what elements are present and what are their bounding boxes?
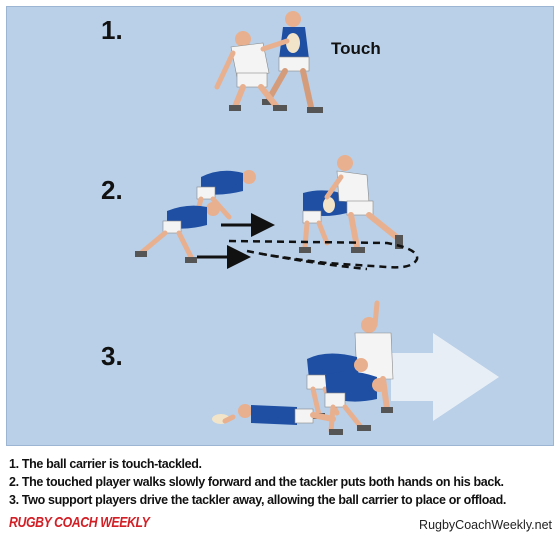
- step2-movement-lines: [197, 213, 419, 271]
- step2-ball-carrier: [299, 190, 347, 253]
- step3-ball-carrier-grounded: [212, 404, 336, 425]
- step-3-number: 3.: [101, 341, 123, 371]
- touch-label: Touch: [331, 39, 381, 58]
- drill-illustration: [135, 11, 499, 435]
- caption-2: 2. The touched player walks slowly forwa…: [9, 475, 504, 489]
- step2-support-player-lower: [135, 202, 220, 263]
- step-2-number: 2.: [101, 175, 123, 205]
- captions: 1. The ball carrier is touch-tackled. 2.…: [9, 455, 554, 509]
- step3-support-player-2: [324, 371, 386, 435]
- step3-forward-arrow: [391, 333, 499, 421]
- caption-3: 3. Two support players drive the tackler…: [9, 493, 506, 507]
- brand-logo: RUGBY COACH WEEKLY: [9, 514, 150, 531]
- site-url: RugbyCoachWeekly.net: [419, 518, 552, 532]
- step1-tackler: [214, 31, 290, 111]
- step1-ball-carrier: [262, 11, 323, 113]
- diagram-panel: 1. Touch 2. 3.: [6, 6, 554, 446]
- caption-1: 1. The ball carrier is touch-tackled.: [9, 457, 202, 471]
- step-1-number: 1.: [101, 15, 123, 45]
